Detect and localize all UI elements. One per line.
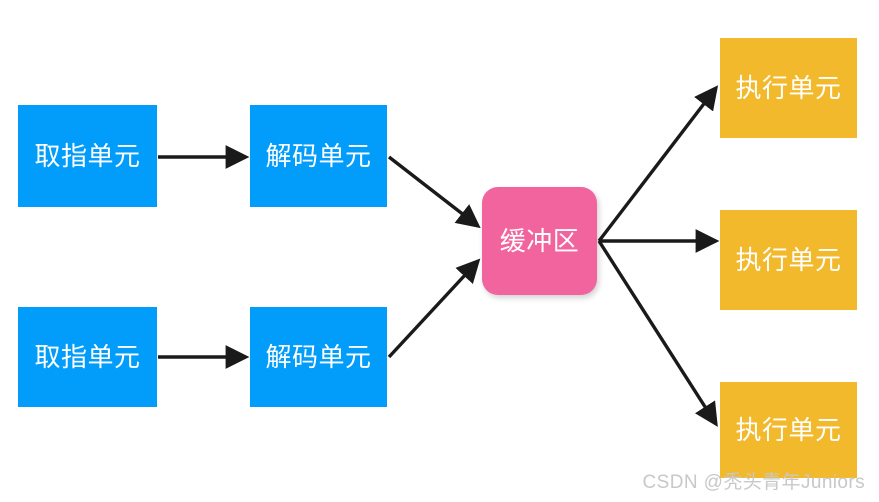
- edge-decode1-buffer: [387, 155, 481, 229]
- node-fetch-2[interactable]: 取指单元: [18, 307, 157, 407]
- node-decode-2[interactable]: 解码单元: [250, 307, 387, 407]
- node-decode-1[interactable]: 解码单元: [250, 105, 387, 207]
- watermark-text: CSDN @秃头青年Juniors: [642, 472, 865, 493]
- node-exec-3[interactable]: 执行单元: [720, 382, 857, 478]
- node-label: 执行单元: [735, 415, 842, 445]
- node-exec-1[interactable]: 执行单元: [720, 38, 857, 138]
- node-label: 解码单元: [265, 141, 372, 171]
- node-label: 取指单元: [34, 342, 141, 372]
- node-label: 执行单元: [735, 245, 842, 275]
- node-label: 执行单元: [735, 73, 842, 103]
- node-fetch-1[interactable]: 取指单元: [18, 105, 157, 207]
- edge-buffer-exec3: [597, 240, 718, 427]
- node-exec-2[interactable]: 执行单元: [720, 210, 857, 310]
- node-buffer[interactable]: 缓冲区: [482, 187, 597, 295]
- node-label: 取指单元: [34, 141, 141, 171]
- edge-decode2-buffer: [387, 258, 481, 359]
- node-label: 缓冲区: [499, 226, 580, 256]
- edge-buffer-exec1: [597, 85, 719, 243]
- node-label: 解码单元: [265, 342, 372, 372]
